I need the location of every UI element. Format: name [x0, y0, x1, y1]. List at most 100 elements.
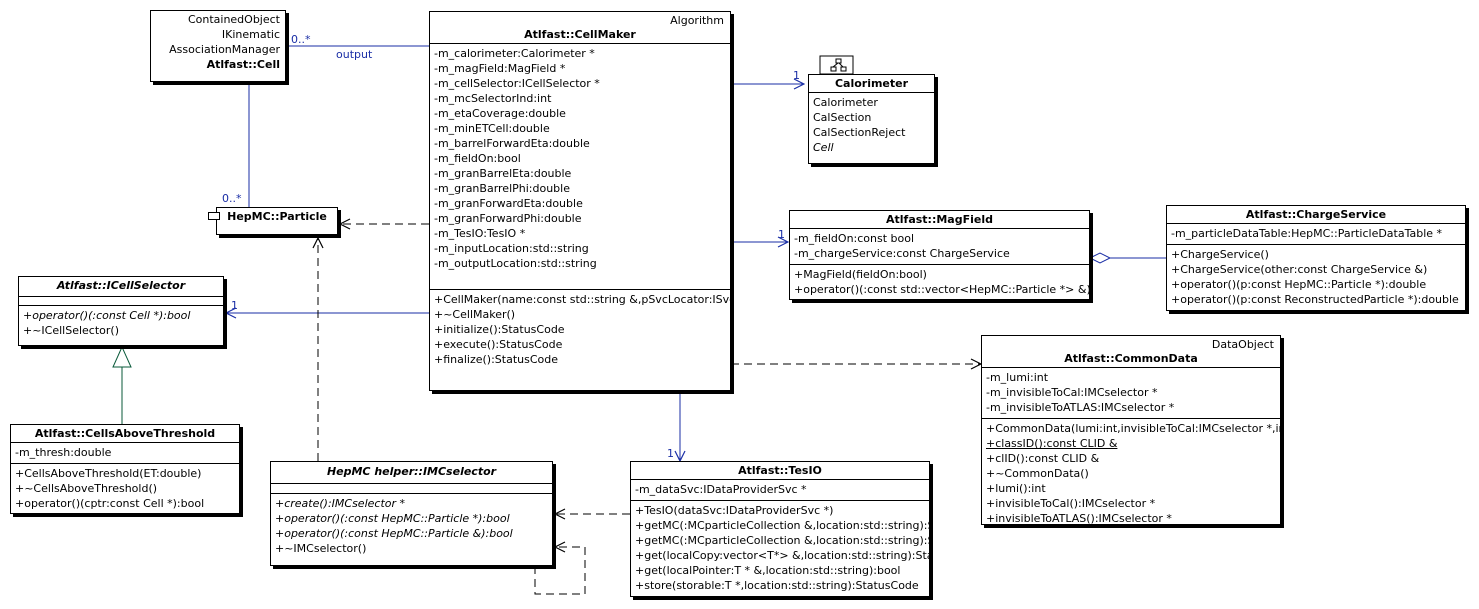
imcselector-op: +create():IMCselector * — [275, 497, 406, 510]
cellsabove-attr: -m_thresh:double — [15, 446, 112, 459]
commondata-class-name: Atlfast::CommonData — [1064, 352, 1198, 365]
dep-imcselector-self — [534, 547, 586, 595]
cellmaker-op: +initialize():StatusCode — [434, 323, 565, 336]
class-magfield[interactable]: Atlfast::MagField -m_fieldOn:const bool … — [789, 210, 1090, 300]
commondata-op: +~CommonData() — [986, 467, 1089, 480]
mult-icellselector: 1 — [231, 299, 238, 312]
magfield-attr: -m_fieldOn:const bool — [794, 232, 915, 245]
cellmaker-op: +execute():StatusCode — [434, 338, 563, 351]
imcselector-class-name: HepMC helper::IMCselector — [326, 465, 497, 478]
package-icon — [830, 58, 847, 72]
calorimeter-package-name: Calorimeter — [834, 77, 909, 90]
tesio-class-name: Atlfast::TesIO — [738, 464, 822, 477]
mult-magfield: 1 — [778, 228, 785, 241]
tesio-op: +get(localCopy:vector<T*> &,location:std… — [635, 549, 929, 562]
cellmaker-attr: -m_granBarrelEta:double — [434, 167, 572, 180]
icellselector-op: +~ICellSelector() — [23, 324, 120, 337]
chargeservice-op: +ChargeService(other:const ChargeService… — [1171, 263, 1428, 276]
commondata-stereotype: DataObject — [1211, 338, 1274, 351]
cellmaker-op: +finalize():StatusCode — [434, 353, 559, 366]
commondata-op: +clID():const CLID & — [986, 452, 1100, 465]
tesio-op: +getMC(:MCparticleCollection &,location:… — [635, 519, 929, 532]
commondata-op: +classID():const CLID & — [986, 437, 1118, 450]
mult-cell: 0..* — [291, 33, 311, 46]
cellmaker-attr: -m_granForwardEta:double — [434, 197, 583, 210]
cellmaker-attr: -m_etaCoverage:double — [434, 107, 566, 120]
chargeservice-class-name: Atlfast::ChargeService — [1245, 208, 1387, 221]
commondata-op: +invisibleToATLAS():IMCselector * — [986, 512, 1172, 525]
commondata-op: +lumi():int — [986, 482, 1046, 495]
class-tesio[interactable]: Atlfast::TesIO -m_dataSvc:IDataProviderS… — [630, 461, 930, 597]
imcselector-op: +operator()(:const HepMC::Particle *):bo… — [275, 512, 510, 525]
class-cell[interactable]: ContainedObject IKinematic AssociationMa… — [150, 10, 286, 82]
package-calorimeter[interactable]: Calorimeter Calorimeter CalSection CalSe… — [808, 74, 935, 164]
cellmaker-op: +~CellMaker() — [434, 308, 516, 321]
cellsabove-op: +~CellsAboveThreshold() — [15, 482, 158, 495]
cellsabove-op: +CellsAboveThreshold(ET:double) — [15, 467, 202, 480]
class-commondata[interactable]: DataObject Atlfast::CommonData -m_lumi:i… — [981, 335, 1281, 525]
mult-particle: 0..* — [222, 192, 242, 205]
gen-triangle — [112, 345, 132, 368]
class-cellmaker[interactable]: Algorithm Atlfast::CellMaker -m_calorime… — [429, 11, 731, 391]
calorimeter-item: CalSection — [813, 111, 872, 124]
magfield-class-name: Atlfast::MagField — [886, 213, 993, 226]
cellmaker-attr: -m_TesIO:TesIO * — [434, 227, 526, 240]
cellmaker-class-name: Atlfast::CellMaker — [524, 28, 636, 41]
class-icellselector[interactable]: Atlfast::ICellSelector +operator()(:cons… — [18, 276, 224, 346]
magfield-attr: -m_chargeService:const ChargeService — [794, 247, 1010, 260]
class-imcselector[interactable]: HepMC helper::IMCselector +create():IMCs… — [270, 461, 553, 566]
calorimeter-item: Calorimeter — [813, 96, 878, 109]
cellsabove-class-name: Atlfast::CellsAboveThreshold — [34, 427, 216, 440]
cellmaker-attr: -m_inputLocation:std::string — [434, 242, 589, 255]
cell-stereotype-2: IKinematic — [221, 28, 280, 41]
tesio-attr: -m_dataSvc:IDataProviderSvc * — [635, 483, 807, 496]
calorimeter-item: Cell — [813, 141, 834, 154]
cellmaker-attr: -m_minETCell:double — [434, 122, 550, 135]
chargeservice-op: +operator()(p:const HepMC::Particle *):d… — [1171, 278, 1427, 291]
mult-tesio: 1 — [667, 447, 674, 460]
commondata-attr: -m_lumi:int — [986, 371, 1049, 384]
cellmaker-attr: -m_granForwardPhi:double — [434, 212, 582, 225]
cellmaker-attr: -m_cellSelector:ICellSelector * — [434, 77, 600, 90]
tesio-op: +store(storable:T *,location:std::string… — [635, 579, 919, 592]
icellselector-op: +operator()(:const Cell *):bool — [23, 309, 191, 322]
class-chargeservice[interactable]: Atlfast::ChargeService -m_particleDataTa… — [1166, 205, 1466, 311]
cellmaker-attr: -m_magField:MagField * — [434, 62, 566, 75]
cell-stereotype-3: AssociationManager — [169, 43, 280, 56]
imcselector-op: +operator()(:const HepMC::Particle &):bo… — [275, 527, 513, 540]
imcselector-op: +~IMCselector() — [275, 542, 367, 555]
calorimeter-item: CalSectionReject — [813, 126, 906, 139]
tesio-op: +getMC(:MCparticleCollection &,location:… — [635, 534, 929, 547]
tesio-op: +get(localPointer:T * &,location:std::st… — [635, 564, 901, 577]
cellmaker-attr: -m_barrelForwardEta:double — [434, 137, 590, 150]
chargeservice-op: +ChargeService() — [1171, 248, 1269, 261]
cell-stereotype-1: ContainedObject — [187, 13, 280, 26]
agg-diamond — [1088, 252, 1112, 264]
mult-calorimeter: 1 — [793, 69, 800, 82]
particle-class-name: HepMC::Particle — [227, 210, 327, 223]
cellmaker-attr: -m_calorimeter:Calorimeter * — [434, 47, 595, 60]
cellmaker-attr: -m_granBarrelPhi:double — [434, 182, 570, 195]
magfield-op: +operator()(:const std::vector<HepMC::Pa… — [794, 283, 1090, 296]
commondata-op: +CommonData(lumi:int,invisibleToCal:IMCs… — [986, 422, 1280, 435]
tesio-op: +TesIO(dataSvc:IDataProviderSvc *) — [635, 504, 834, 517]
component-tab-icon — [208, 212, 220, 220]
role-output: output — [336, 48, 373, 61]
class-cellsabovethreshold[interactable]: Atlfast::CellsAboveThreshold -m_thresh:d… — [10, 424, 240, 514]
commondata-attr: -m_invisibleToATLAS:IMCselector * — [986, 401, 1175, 414]
cellsabove-op: +operator()(cptr:const Cell *):bool — [15, 497, 205, 510]
cellmaker-attr: -m_mcSelectorInd:int — [434, 92, 552, 105]
chargeservice-attr: -m_particleDataTable:HepMC::ParticleData… — [1171, 227, 1443, 240]
commondata-attr: -m_invisibleToCal:IMCselector * — [986, 386, 1158, 399]
cellmaker-attr: -m_outputLocation:std::string — [434, 257, 597, 270]
commondata-op: +invisibleToCal():IMCselector * — [986, 497, 1156, 510]
cellmaker-op: +CellMaker(name:const std::string &,pSvc… — [434, 293, 730, 306]
icellselector-attributes-empty — [19, 297, 223, 306]
cell-class-name: Atlfast::Cell — [206, 58, 280, 71]
chargeservice-op: +operator()(p:const ReconstructedParticl… — [1171, 293, 1459, 306]
cellmaker-stereotype: Algorithm — [670, 14, 724, 27]
cellmaker-attr: -m_fieldOn:bool — [434, 152, 521, 165]
magfield-op: +MagField(fieldOn:bool) — [794, 268, 927, 281]
class-particle[interactable]: HepMC::Particle — [216, 207, 338, 235]
